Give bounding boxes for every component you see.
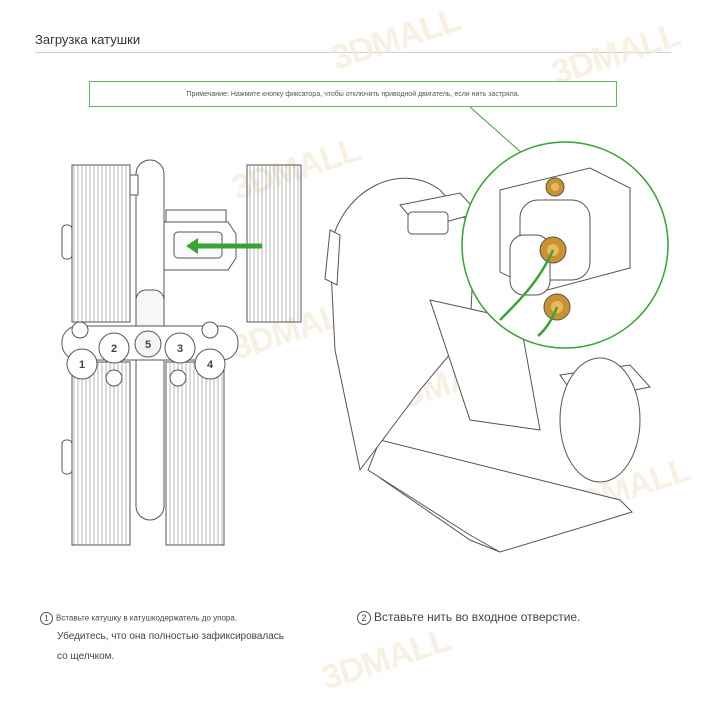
spool-bottom-right bbox=[165, 361, 225, 546]
slot-label-2: 2 bbox=[111, 343, 117, 355]
slot-label-1: 1 bbox=[79, 359, 85, 371]
insert-arrow bbox=[186, 238, 262, 254]
slot-dials bbox=[66, 330, 226, 380]
spool-top-left bbox=[71, 164, 131, 323]
slot-label-4: 4 bbox=[207, 359, 214, 371]
title-rule bbox=[35, 52, 671, 53]
left-top-view bbox=[61, 159, 302, 546]
filament-strand bbox=[499, 249, 555, 321]
step-1-number: 1 bbox=[40, 612, 53, 625]
right-perspective-view bbox=[324, 177, 651, 553]
slot-label-3: 3 bbox=[177, 343, 183, 355]
note-box: Примечание: Нажмите кнопку фиксатора, чт… bbox=[89, 81, 617, 107]
body-frame bbox=[329, 177, 476, 472]
step-1-line-3: со щелчком. bbox=[57, 651, 115, 662]
step-2-number: 2 bbox=[357, 610, 371, 625]
spool-bottom-left bbox=[71, 361, 131, 546]
zoom-callout bbox=[461, 106, 669, 349]
slot-label-5: 5 bbox=[145, 339, 151, 351]
title: Загрузка катушки bbox=[35, 32, 141, 47]
base-foot bbox=[367, 439, 633, 553]
step-1-line-2: Убедитесь, что она полностью зафиксирова… bbox=[57, 631, 285, 642]
note-text: Примечание: Нажмите кнопку фиксатора, чт… bbox=[186, 90, 520, 98]
